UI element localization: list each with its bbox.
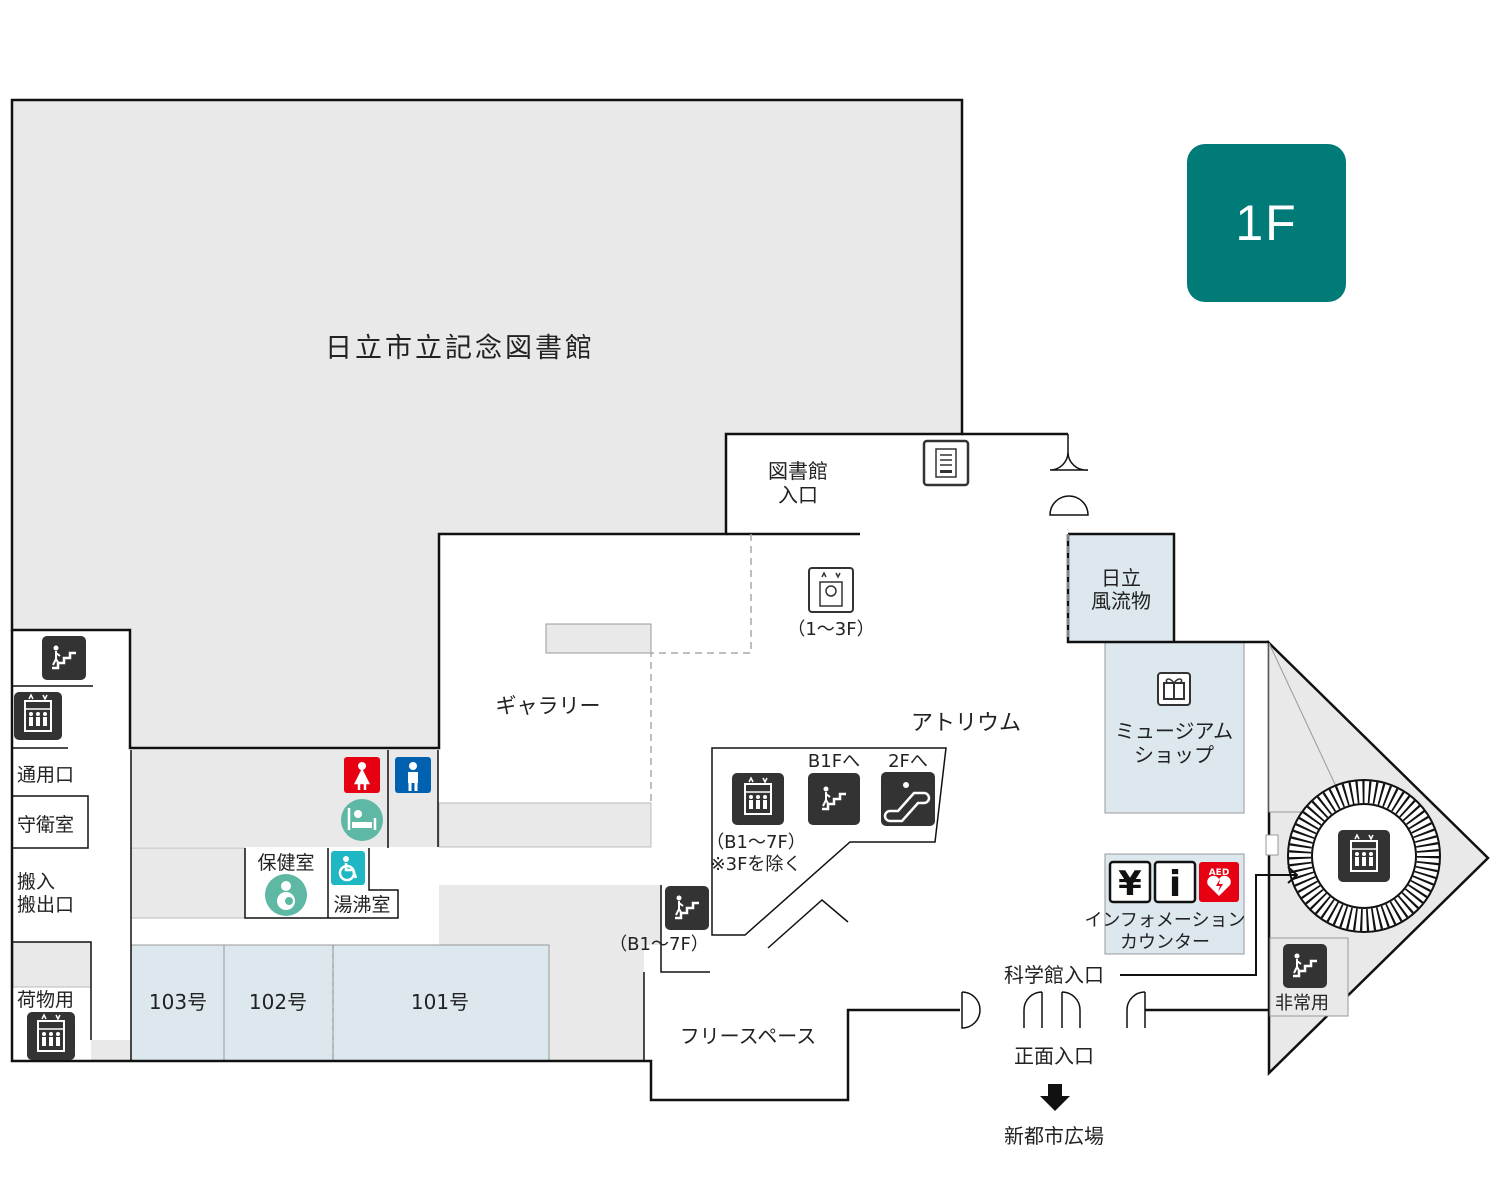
library-entrance-label-2: 入口	[778, 483, 818, 507]
cargo-gray	[12, 941, 92, 988]
info-counter-label: インフォメーション	[1084, 910, 1245, 931]
library-label: 日立市立記念図書館	[325, 333, 595, 364]
floor-badge: 1F	[1187, 144, 1346, 302]
info-counter-label-2: カウンター	[1120, 932, 1210, 953]
escalator-icon	[881, 772, 935, 826]
information-icon: i	[1153, 860, 1197, 905]
male-restroom-icon	[395, 757, 431, 793]
stairs-icon	[1283, 944, 1327, 988]
museum-shop-label-2: ショップ	[1134, 743, 1214, 767]
service-entrance-label: 通用口	[17, 764, 74, 786]
storage-area	[439, 885, 661, 945]
plaza-arrow-icon	[1040, 1084, 1070, 1111]
museum-shop-area[interactable]	[1104, 641, 1245, 814]
baby-changing-icon	[341, 799, 383, 841]
elevator-icon	[27, 1012, 75, 1060]
elevator-icon	[14, 692, 62, 740]
loading-label: 搬入	[17, 871, 55, 893]
room-103-area[interactable]	[130, 944, 225, 1062]
gift-icon	[1157, 672, 1191, 706]
room-101-area[interactable]	[332, 944, 550, 1062]
b1f-label: B1Fへ	[808, 751, 860, 772]
furyumono-label: 日立	[1101, 566, 1141, 590]
stairs-range-label: （B1〜7F）	[609, 934, 709, 955]
accessible-restroom-icon	[331, 851, 365, 885]
floor-badge-label: 1F	[1235, 195, 1298, 251]
gallery-bar	[545, 623, 652, 654]
furyumono-area[interactable]	[1068, 534, 1174, 642]
free-space-label: フリースペース	[680, 1024, 817, 1048]
except-3f-label: ※3Fを除く	[711, 854, 802, 875]
elevator-icon	[1338, 830, 1390, 882]
small-gray	[91, 1040, 131, 1061]
vending-machine-icon	[922, 439, 970, 487]
guard-room-label: 守衛室	[17, 814, 74, 836]
room-102-label: 102号	[249, 990, 307, 1014]
plaza-label: 新都市広場	[1004, 1124, 1104, 1148]
lower-gray-area	[130, 847, 246, 919]
kettle-room-label: 湯沸室	[333, 894, 390, 916]
elevator-note: （1〜3F）	[787, 619, 874, 640]
library-entrance-label: 図書館	[768, 459, 828, 483]
female-restroom-icon	[344, 757, 380, 793]
room-103-label: 103号	[149, 990, 207, 1014]
storage-area-2	[549, 945, 644, 1061]
nursing-room-icon	[265, 874, 307, 916]
emergency-label: 非常用	[1275, 993, 1329, 1014]
gallery-side-area	[438, 802, 652, 848]
elevator-icon	[732, 773, 784, 825]
atrium-label: アトリウム	[911, 711, 1021, 736]
loading-label-2: 搬出口	[17, 894, 74, 916]
outer-walls	[10, 432, 1269, 1102]
aed-icon: AED	[1199, 862, 1239, 902]
stairs-icon	[42, 636, 86, 680]
furyumono-label-2: 風流物	[1091, 589, 1151, 613]
info-symbol: i	[1169, 864, 1181, 905]
elevator-range-label: （B1〜7F）	[706, 832, 806, 853]
stairs-icon	[808, 773, 860, 825]
museum-shop-label: ミュージアム	[1115, 719, 1233, 743]
stairs-icon	[665, 886, 709, 930]
accessible-elevator-icon	[808, 567, 854, 613]
library-area	[10, 98, 964, 750]
gallery-label: ギャラリー	[496, 694, 601, 718]
room-101-label: 101号	[411, 990, 469, 1014]
f2-label: 2Fへ	[888, 751, 928, 772]
yen-symbol: ¥	[1118, 864, 1142, 904]
cargo-label: 荷物用	[17, 989, 74, 1011]
main-entrance-label: 正面入口	[1014, 1044, 1094, 1068]
aed-symbol: AED	[1209, 868, 1230, 878]
currency-exchange-icon: ¥	[1108, 860, 1152, 904]
corridor-area	[131, 750, 438, 847]
health-room-label: 保健室	[257, 852, 314, 874]
science-entrance-label: 科学館入口	[1004, 963, 1104, 987]
